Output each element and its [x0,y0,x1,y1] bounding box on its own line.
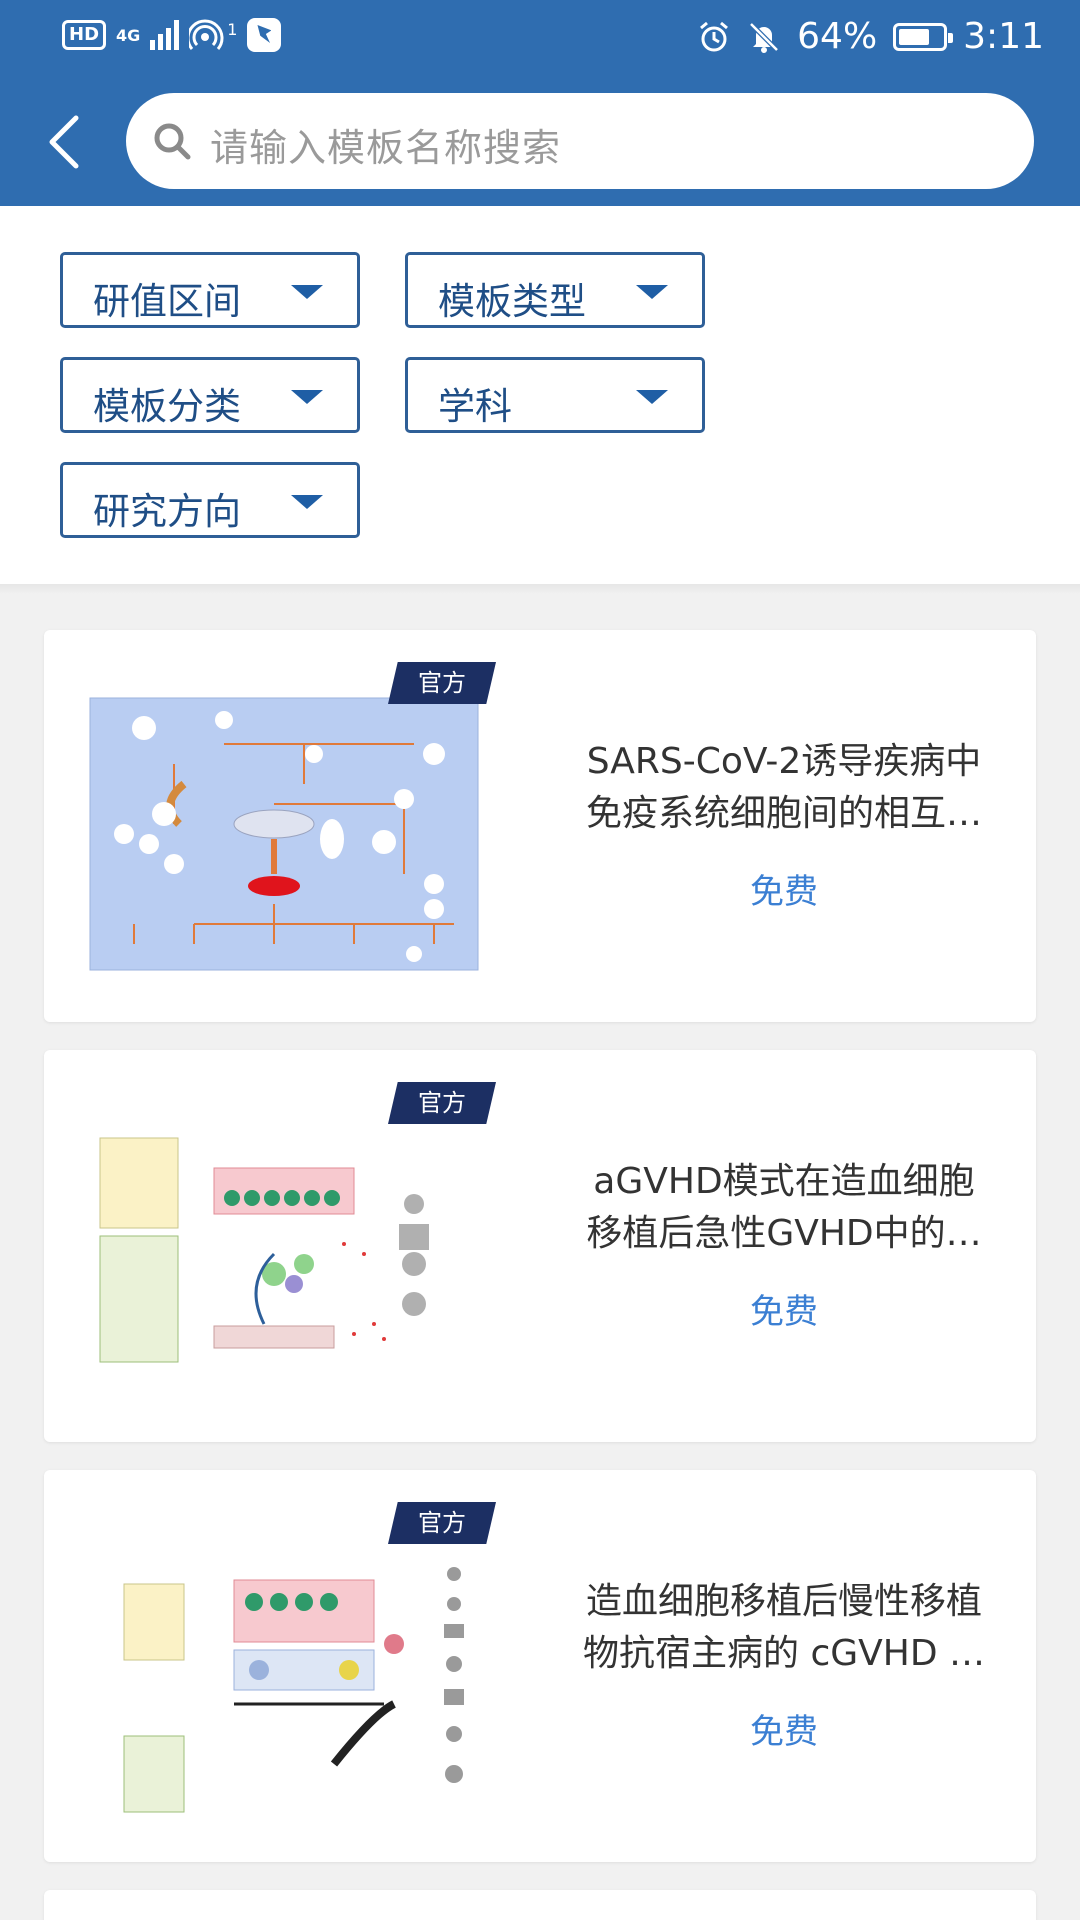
card-title-line: 移植后急性GVHD中的… [586,1213,982,1254]
hd-indicator: HD [62,20,107,50]
card-title: 造血细胞移植后慢性移植 物抗宿主病的 cGVHD … [564,1576,1004,1680]
template-card[interactable]: 官方 aGVHD模式在造血细胞 移植后急性GVHD中的… 免费 [44,1050,1036,1442]
card-title-line: 物抗宿主病的 cGVHD … [583,1633,985,1674]
template-card[interactable]: 官方 SARS-CoV-2诱导疾病中 免疫系统细胞间的相互… 免费 [44,630,1036,1022]
mute-icon [749,21,779,53]
top-header: HD 4G 1 64 [0,0,1080,206]
template-card[interactable] [44,1890,1036,1920]
search-bar[interactable]: 请输入模板名称搜索 [126,93,1034,189]
template-thumbnail [90,1538,478,1813]
card-title-line: aGVHD模式在造血细胞 [593,1161,975,1202]
card-title-line: 免疫系统细胞间的相互… [585,793,982,834]
battery-percent: 64% [797,16,878,57]
official-badge: 官方 [388,1082,496,1124]
filter-template-type[interactable]: 模板类型 [405,252,705,328]
card-price: 免费 [750,872,818,912]
template-thumbnail [90,1118,478,1390]
battery-icon [893,22,954,51]
status-bar: HD 4G 1 64 [0,0,1080,76]
card-title-line: 造血细胞移植后慢性移植 [585,1581,982,1622]
search-icon [154,123,191,160]
dropdown-caret-icon [636,390,668,404]
dropdown-caret-icon [291,390,323,404]
status-left: HD 4G 1 [62,18,282,52]
card-price: 免费 [750,1712,818,1752]
filter-label: 模板类型 [438,280,586,323]
dropdown-caret-icon [291,495,323,509]
clock: 3:11 [963,16,1044,57]
card-title: SARS-CoV-2诱导疾病中 免疫系统细胞间的相互… [564,736,1004,840]
official-badge: 官方 [388,1502,496,1544]
official-badge: 官方 [388,662,496,704]
filter-subject[interactable]: 学科 [405,357,705,433]
dropdown-caret-icon [636,285,668,299]
filter-template-category[interactable]: 模板分类 [60,357,360,433]
signal-icon [150,20,180,50]
app-notification-icon [247,18,282,52]
filter-value-range[interactable]: 研值区间 [60,252,360,328]
back-arrow-icon[interactable] [44,112,84,172]
filter-label: 模板分类 [93,385,241,428]
hotspot-icon [189,19,224,50]
card-title-line: SARS-CoV-2诱导疾病中 [586,741,982,782]
alarm-icon [700,21,729,51]
filter-label: 研究方向 [93,490,241,533]
mobile-network-label: 4G [116,25,141,45]
card-price: 免费 [750,1292,818,1332]
filter-research-direction[interactable]: 研究方向 [60,462,360,538]
hotspot-count: 1 [227,19,238,39]
status-right: 64% 3:11 [697,16,1044,57]
template-thumbnail [89,697,479,971]
dropdown-caret-icon [291,285,323,299]
filter-label: 学科 [438,385,512,428]
search-placeholder: 请输入模板名称搜索 [210,126,562,170]
filter-panel: 研值区间 模板类型 模板分类 学科 研究方向 [0,206,1080,594]
card-title: aGVHD模式在造血细胞 移植后急性GVHD中的… [564,1156,1004,1260]
template-card[interactable]: 官方 造血细胞移植后慢性移植 物抗宿主病的 cGVHD … 免费 [44,1470,1036,1862]
filter-label: 研值区间 [93,280,241,323]
